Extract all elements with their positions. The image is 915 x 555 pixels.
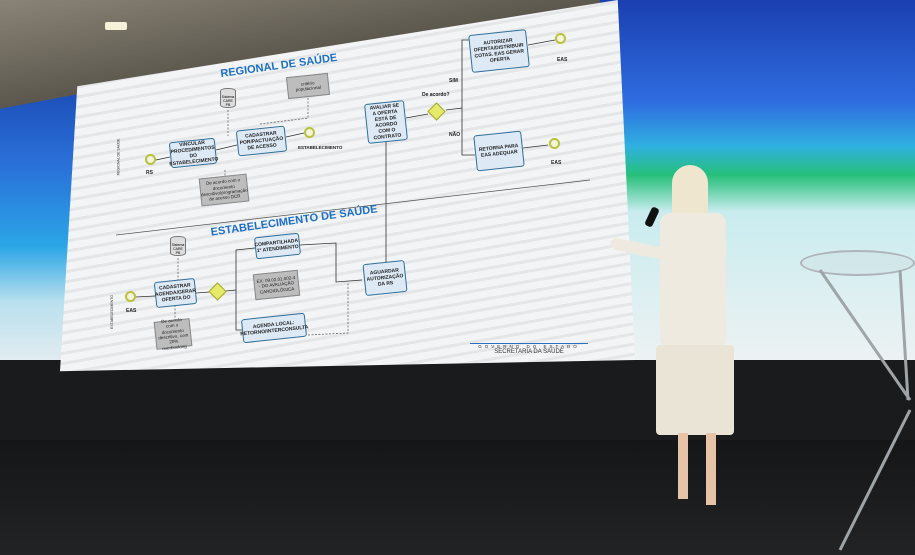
speaker-leg <box>678 433 688 499</box>
glass-table <box>800 250 915 276</box>
example-note: EX: 09.02.01.002-4 - DO AVALIAÇÃO CARDIO… <box>252 269 301 301</box>
database-icon-estab: Sistema CARE PB <box>170 236 186 256</box>
task-vincular: VINCULAR PROCEDIMENTOS DO ESTABELECIMENT… <box>168 137 219 169</box>
lane-regional: REGIONAL DE SAÚDE <box>116 138 121 176</box>
task-aguardar-autorizacao: AGUARDAR AUTORIZAÇÃO DA RS <box>362 259 408 297</box>
end-eas-2-label: EAS <box>551 160 562 166</box>
no-label: NÃO <box>449 132 461 138</box>
task-autorizar-oferta: AUTORIZAR OFERTA/DISTRIBUIR COTAS. EAS G… <box>468 29 530 73</box>
doc-note-estab: De acordo com o documento descritivo, co… <box>153 317 193 351</box>
criteria-note: critério populacional <box>285 72 331 100</box>
stage-wall <box>0 360 915 450</box>
table-legs <box>818 269 912 551</box>
speaker-skirt <box>656 345 734 435</box>
footer-gov: GOVERNO DO ESTADO <box>478 344 580 349</box>
start-event-eas <box>125 291 136 302</box>
lane-estab: ESTABELECIMENTO <box>109 295 114 329</box>
doc-note-regional: De acordo com o documento descritivo/pro… <box>198 173 250 207</box>
end-eas-1-label: EAS <box>557 57 568 63</box>
end-event-eas-2 <box>549 138 560 149</box>
footer-sec: SECRETARIA DA SAÚDE <box>494 349 564 355</box>
stage-floor <box>0 440 915 555</box>
led-screen-right <box>600 0 915 365</box>
footer-logo: GOVERNO DO ESTADO SECRETARIA DA SAÚDE <box>470 343 588 355</box>
yes-label: SIM <box>449 78 458 84</box>
start-event-rs <box>145 154 156 165</box>
speaker <box>609 165 740 525</box>
task-compartilhada: COMPARTILHADA: 1º ATENDIMENTO <box>253 232 302 260</box>
task-retorna-eas: RETORNA PARA EAS ADEQUAR <box>473 130 525 172</box>
task-cadastrar-agenda: CADASTRAR AGENDA/GERAR OFERTA DO <box>153 277 198 309</box>
ceiling-light <box>105 22 127 30</box>
task-avaliar-oferta: AVALIAR SE A OFERTA ESTÁ DE ACORDO COM O… <box>364 100 408 144</box>
gateway-label: De acordo? <box>422 92 450 98</box>
start-rs-label: RS <box>146 170 153 176</box>
speaker-jacket <box>660 213 726 348</box>
task-cadastrar-pactuacao: CADASTRAR POR/PACTUAÇÃO DE ACESSO <box>235 125 288 157</box>
speaker-leg <box>706 433 716 505</box>
end-event-eas-1 <box>555 33 566 44</box>
end-event-estab <box>304 127 315 138</box>
database-icon: Sistema CARE PB <box>220 88 236 108</box>
start-eas-label: EAS <box>126 308 137 314</box>
end-estab-label: ESTABELECIMENTO <box>298 145 343 150</box>
